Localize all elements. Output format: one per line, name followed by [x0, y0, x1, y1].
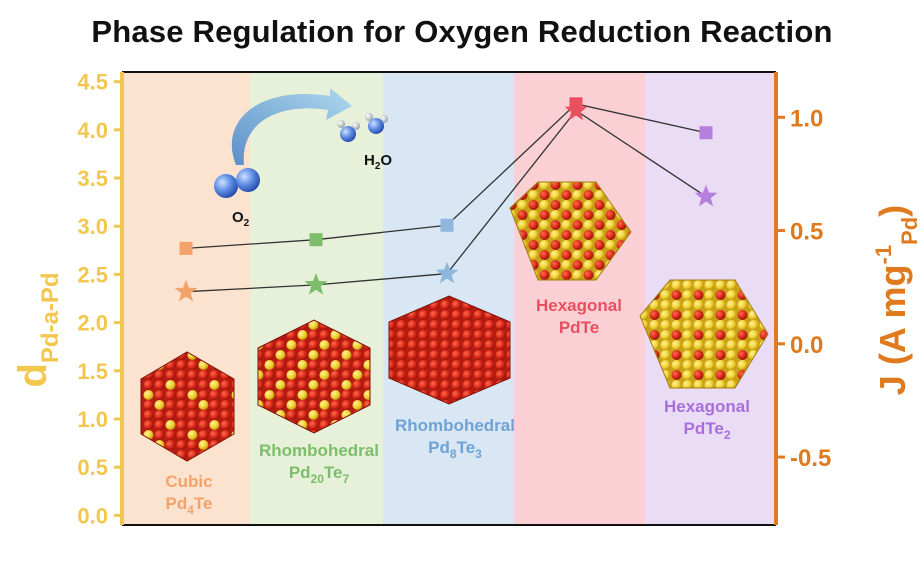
right-axis-label: J (A mg-1Pd)	[871, 205, 922, 395]
square-marker	[440, 218, 454, 232]
star-marker	[564, 98, 588, 121]
phase-label-formula: PdTe	[559, 318, 599, 337]
left-axis-label: dPd-a-Pd	[11, 272, 64, 387]
orr-scheme: O2 H2O	[214, 88, 392, 229]
star-marker	[304, 272, 328, 295]
phase-label-name: Rhombohedral	[395, 416, 515, 435]
phase-label-formula: Pd4Te	[166, 494, 213, 517]
o2-label: O2	[232, 209, 250, 229]
h2o-label: H2O	[364, 152, 392, 172]
phase-label-name: Cubic	[165, 472, 212, 491]
star-marker	[435, 261, 459, 284]
right-tick-label: 0.0	[790, 332, 823, 359]
right-axis-ticks: -0.5 0.0 0.5 1.0	[776, 105, 831, 472]
phase-label-formula: Pd20Te7	[289, 463, 350, 486]
right-tick-label: 0.5	[790, 219, 823, 246]
phase-label-name: Rhombohedral	[259, 441, 379, 460]
right-tick-label: 1.0	[790, 105, 823, 132]
left-tick-label: 0.5	[77, 455, 108, 480]
phase-band	[514, 72, 645, 525]
nanoparticle-hexagonal-pdte	[509, 181, 632, 281]
phase-band	[250, 72, 383, 525]
phase-label-formula: PdTe2	[684, 419, 731, 442]
left-tick-label: 0.0	[77, 503, 108, 528]
nanoparticle-rhombohedral-pd8te3	[388, 295, 511, 405]
left-tick-label: 1.0	[77, 407, 108, 432]
plot-frame	[120, 71, 778, 526]
reaction-arrow	[231, 88, 352, 165]
left-tick-label: 3.5	[77, 166, 108, 191]
nanoparticle-rhombohedral-pd20te7	[257, 319, 371, 434]
left-axis-ticks: 0.0 0.5 1.0 1.5 2.0 2.5 3.0 3.5 4.0 4.5	[77, 70, 122, 528]
phase-label-formula: Pd8Te3	[428, 438, 482, 461]
left-tick-label: 4.5	[77, 70, 108, 95]
star-marker	[694, 184, 718, 207]
nanoparticle-cubic-pd4te	[140, 351, 235, 462]
left-tick-label: 2.5	[77, 262, 108, 287]
chart-series	[174, 97, 718, 302]
o2-molecule	[214, 168, 260, 198]
left-tick-label: 3.0	[77, 214, 108, 239]
right-tick-label: -0.5	[790, 445, 831, 472]
chart-title: Phase Regulation for Oxygen Reduction Re…	[91, 14, 833, 49]
left-tick-label: 1.5	[77, 359, 108, 384]
square-marker	[309, 233, 323, 247]
phase-label-name: Hexagonal	[536, 296, 622, 315]
nanoparticle-hexagonal-pdte2	[639, 279, 769, 389]
phase-label-name: Hexagonal	[664, 397, 750, 416]
square-marker	[179, 241, 193, 255]
star-marker	[174, 279, 198, 302]
h2o-molecule	[337, 113, 388, 142]
left-tick-label: 2.0	[77, 311, 108, 336]
square-marker	[699, 126, 713, 140]
left-tick-label: 4.0	[77, 118, 108, 143]
